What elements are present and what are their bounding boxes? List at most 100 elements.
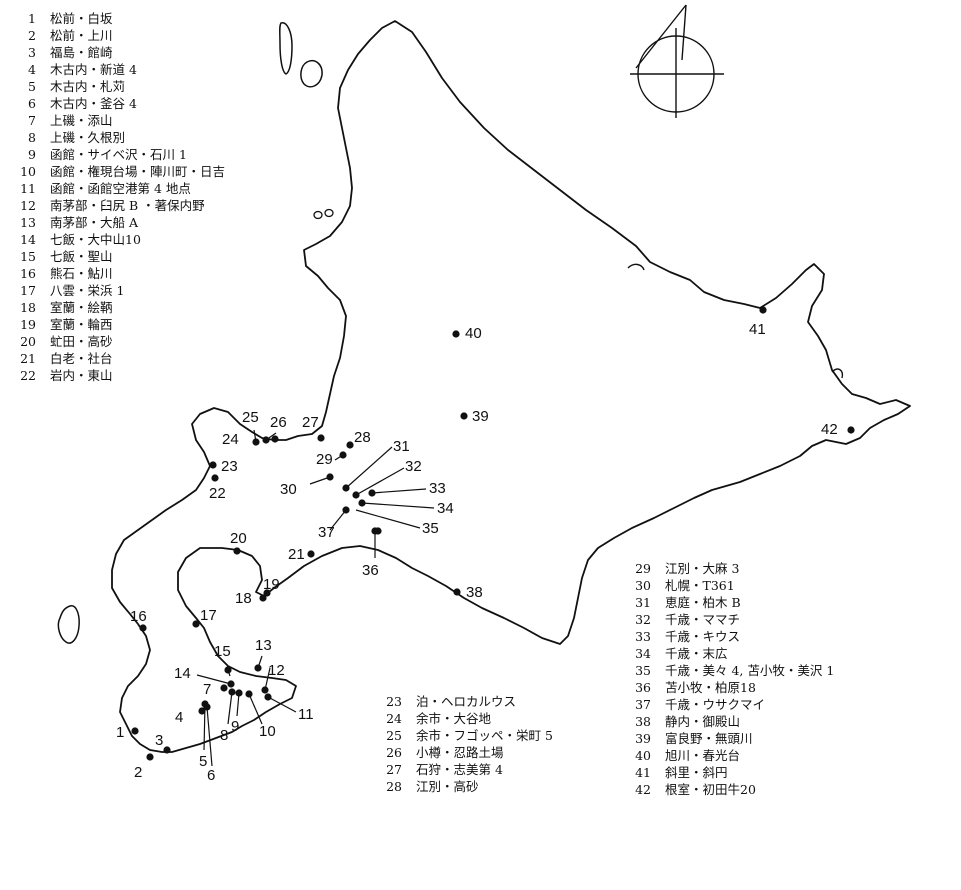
legend-number: 24 <box>386 711 402 726</box>
legend-number: 41 <box>635 765 651 780</box>
legend-number: 11 <box>20 181 36 196</box>
site-label-40: 40 <box>465 325 482 342</box>
site-label-17: 17 <box>200 607 217 624</box>
legend-number: 22 <box>20 368 36 383</box>
site-label-23: 23 <box>221 458 238 475</box>
legend-site-name: 松前・白坂 <box>50 11 113 26</box>
legend-number: 14 <box>20 232 36 247</box>
legend-site-name: 松前・上川 <box>50 28 113 43</box>
legend-site-name: 余市・フゴッペ・栄町 5 <box>416 728 553 743</box>
legend-site-name: 札幌・T361 <box>665 578 735 593</box>
legend-site-name: 根室・初田牛20 <box>665 782 756 797</box>
leader-line-37 <box>329 509 347 531</box>
leader-line-6 <box>206 706 213 767</box>
site-label-30: 30 <box>280 481 297 498</box>
site-label-28: 28 <box>354 429 371 446</box>
legend-number: 36 <box>635 680 651 695</box>
legend-number: 18 <box>20 300 36 315</box>
site-marker-4 <box>198 707 206 715</box>
legend-row: 2 松前・上川 <box>10 27 225 44</box>
site-label-8: 8 <box>220 727 228 744</box>
legend-site-name: 函館・函館空港第 4 地点 <box>50 181 191 196</box>
legend-number: 7 <box>28 113 36 128</box>
legend-site-name: 泊・ヘロカルウス <box>416 694 517 709</box>
legend-number: 2 <box>28 28 36 43</box>
legend-site-name: 千歳・キウス <box>665 629 741 644</box>
legend-number: 4 <box>28 62 36 77</box>
legend-number: 38 <box>635 714 651 729</box>
site-marker-3 <box>163 746 171 754</box>
site-marker-1 <box>131 727 139 735</box>
legend-row: 38 静内・御殿山 <box>625 713 834 730</box>
leader-line-8 <box>227 691 233 725</box>
legend-number: 10 <box>20 164 36 179</box>
site-label-39: 39 <box>472 408 489 425</box>
legend-row: 21 白老・社台 <box>10 350 225 367</box>
site-marker-17 <box>192 620 200 628</box>
legend-site-name: 千歳・ママチ <box>665 612 741 627</box>
site-marker-22 <box>211 474 219 482</box>
legend-site-name: 南茅部・大船 A <box>50 215 139 230</box>
legend-site-name: 木古内・札苅 <box>50 79 126 94</box>
legend-site-name: 函館・サイベ沢・石川 1 <box>50 147 187 162</box>
site-label-21: 21 <box>288 546 305 563</box>
legend-site-name: 静内・御殿山 <box>665 714 741 729</box>
legend-number: 30 <box>635 578 651 593</box>
site-label-31: 31 <box>393 438 410 455</box>
site-label-2: 2 <box>134 764 142 781</box>
site-label-1: 1 <box>116 724 124 741</box>
island-okushiri <box>57 605 80 644</box>
site-marker-24 <box>252 438 260 446</box>
site-marker-39 <box>460 412 468 420</box>
site-marker-42 <box>847 426 855 434</box>
site-label-37: 37 <box>318 524 335 541</box>
site-marker-21 <box>307 550 315 558</box>
site-label-36: 36 <box>362 562 379 579</box>
legend-row: 4 木古内・新道 4 <box>10 61 225 78</box>
site-label-25: 25 <box>242 409 259 426</box>
legend-site-name: 白老・社台 <box>50 351 113 366</box>
legend-site-name: 斜里・斜円 <box>665 765 728 780</box>
legend-site-name: 千歳・美々 4, 苫小牧・美沢 1 <box>665 663 835 678</box>
leader-lines <box>196 429 435 767</box>
coastal-detail <box>627 263 645 271</box>
site-marker-26 <box>271 435 279 443</box>
legend-site-name: 熊石・鮎川 <box>50 266 113 281</box>
legend-number: 33 <box>635 629 651 644</box>
legend-site-name: 千歳・ウサクマイ <box>665 697 766 712</box>
leader-line-29 <box>334 454 344 461</box>
site-label-11: 11 <box>298 706 314 723</box>
leader-line-10 <box>248 693 263 725</box>
leader-line-25 <box>253 429 257 443</box>
legend-site-name: 恵庭・柏木 B <box>665 595 741 610</box>
legend-number: 21 <box>20 351 36 366</box>
site-label-20: 20 <box>230 530 247 547</box>
legend-number: 40 <box>635 748 651 763</box>
legend-site-name: 八雲・栄浜 1 <box>50 283 125 298</box>
legend-site-name: 木古内・新道 4 <box>50 62 137 77</box>
site-label-29: 29 <box>316 451 333 468</box>
leader-line-12 <box>264 667 271 691</box>
site-label-24: 24 <box>222 431 239 448</box>
site-marker-27 <box>317 434 325 442</box>
